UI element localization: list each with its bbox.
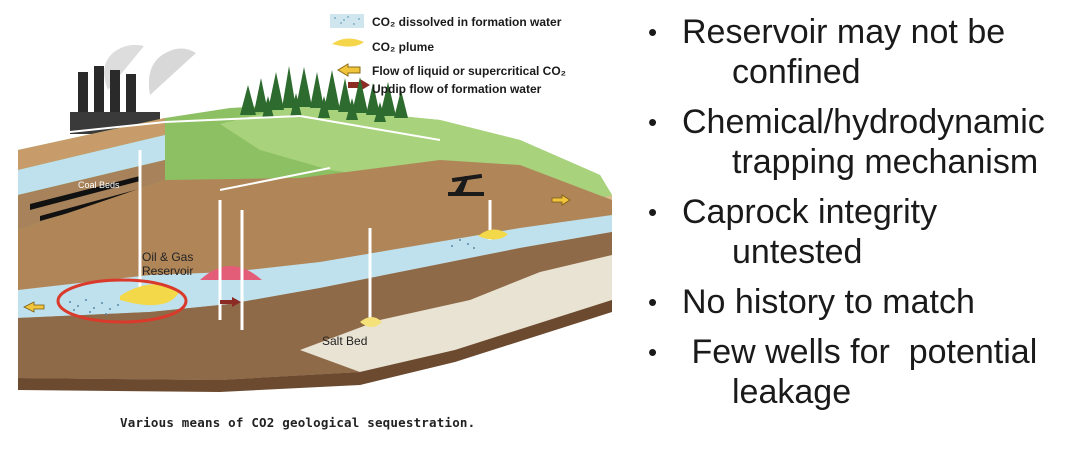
figure-caption: Various means of CO2 geological sequestr… xyxy=(120,415,476,430)
bullet-line1: Chemical/hydrodynamic xyxy=(682,103,1045,141)
bullet-line1: Caprock integrity xyxy=(682,193,938,231)
plume-left xyxy=(120,284,180,306)
legend-plume-label: CO₂ plume xyxy=(372,40,435,54)
salt-bed-label: Salt Bed xyxy=(322,334,368,348)
bullet-list: • Reservoir may not be confined • Chemic… xyxy=(640,12,1085,422)
coal-seam xyxy=(30,176,140,210)
legend-dissolved-swatch xyxy=(330,14,364,28)
updip-arrow xyxy=(220,297,241,307)
plume-salt xyxy=(360,317,382,327)
legend-plume-swatch xyxy=(332,38,364,47)
legend-flow-arrow xyxy=(337,63,361,77)
bullet-dot-icon: • xyxy=(648,287,658,317)
bullet-line2: confined xyxy=(732,53,861,91)
bullet-line2: leakage xyxy=(732,373,852,411)
bullet-dot-icon: • xyxy=(648,337,658,367)
bullet-line2: untested xyxy=(732,233,863,271)
bullet-item: • No history to match xyxy=(640,282,1085,322)
flow-arrow-left xyxy=(23,301,45,313)
bullet-line2: trapping mechanism xyxy=(732,143,1039,181)
bullet-dot-icon: • xyxy=(648,197,658,227)
bullet-line1: Few wells for potential xyxy=(682,333,1038,371)
bullet-item: • Few wells for potential leakage xyxy=(640,332,1085,412)
reservoir-label-line2: Reservoir xyxy=(142,264,194,278)
bullet-line1: No history to match xyxy=(682,283,975,321)
bullet-item: • Reservoir may not be confined xyxy=(640,12,1085,92)
legend-dissolved-dots xyxy=(334,16,360,25)
salt-bed xyxy=(300,255,612,372)
legend-dissolved-label: CO₂ dissolved in formation water xyxy=(372,15,562,29)
reservoir-label-line1: Oil & Gas xyxy=(142,250,194,264)
plume-right xyxy=(478,229,508,240)
oil-gas-dome xyxy=(200,266,262,280)
upper-aquifer xyxy=(18,135,165,195)
legend-flow-label: Flow of liquid or supercritical CO₂ xyxy=(372,64,567,78)
bullet-dot-icon: • xyxy=(648,107,658,137)
dissolved-dots xyxy=(69,239,475,315)
pipelines xyxy=(69,115,441,191)
forest xyxy=(240,66,408,122)
highlight-ellipse xyxy=(56,278,188,324)
pump-jack xyxy=(448,173,484,196)
sequestration-diagram: CO₂ dissolved in formation water CO₂ plu… xyxy=(18,14,612,430)
bullet-line1: Reservoir may not be xyxy=(682,13,1006,51)
bullet-item: • Chemical/hydrodynamic trapping mechani… xyxy=(640,102,1085,182)
coal-beds-label: Coal Beds xyxy=(78,180,120,190)
bullet-dot-icon: • xyxy=(648,17,658,47)
geology-block-svg xyxy=(18,14,612,392)
bullet-item: • Caprock integrity untested xyxy=(640,192,1085,272)
legend-updip-label: Updip flow of formation water xyxy=(372,82,542,96)
flow-arrow-right xyxy=(551,194,571,206)
